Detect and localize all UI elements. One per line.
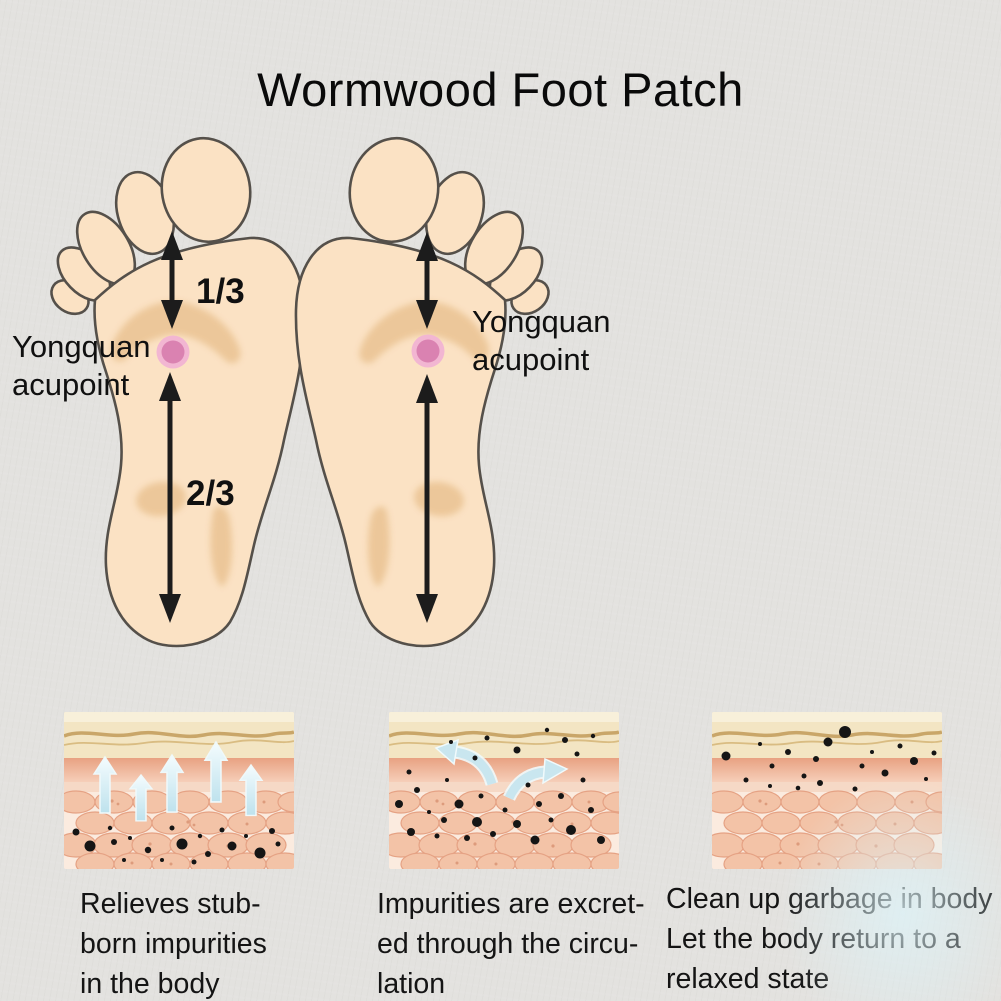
caption-relieves-impurities: Relieves stub- born impurities in the bo… [80,888,267,1000]
measure-arrow-right-upper [416,232,438,329]
yongquan-acupoint-marker-left [156,335,190,369]
acupoint-label-left: Yongquan acupoint [12,329,151,402]
yongquan-acupoint-marker-right [411,334,445,368]
measure-arrows [159,231,438,623]
measure-arrow-left-lower [159,372,181,623]
circulation-arrows-icon [434,738,569,801]
skin-panel-1 [56,712,310,875]
caption-clean-up-garbage: Clean up garbage in body Let the body re… [666,883,993,995]
fraction-label-lower: 2/3 [186,474,235,513]
measure-arrow-left-upper [161,231,183,329]
measure-arrow-right-lower [416,374,438,623]
skin-panel-2 [381,712,635,875]
impurity-dots-circulating [395,727,605,845]
caption-impurities-excreted: Impurities are excret- ed through the ci… [377,888,645,1000]
page-title: Wormwood Foot Patch [257,63,744,116]
skin-panel-3 [704,712,958,875]
acupoint-label-right: Yongquan acupoint [472,304,611,377]
fraction-label-upper: 1/3 [196,272,245,311]
impurity-dots-deep [72,825,281,865]
